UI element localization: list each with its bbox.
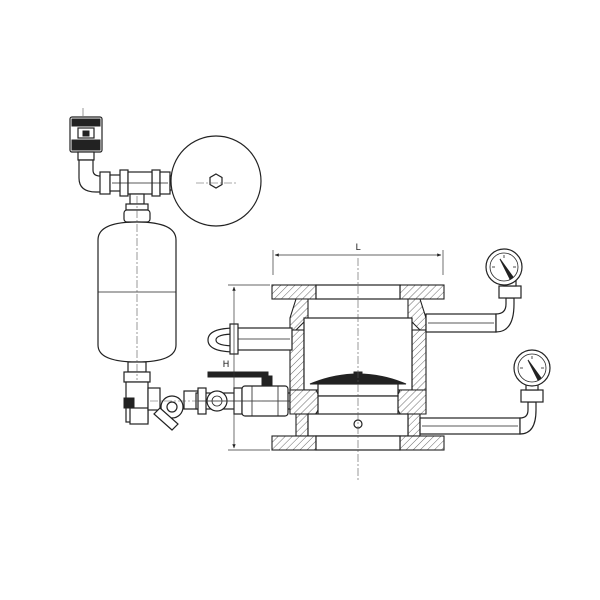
pressure-switch bbox=[69, 116, 103, 161]
dimension-height: H bbox=[223, 284, 270, 451]
top-horizontal-pipe bbox=[109, 169, 177, 197]
lower-gauge-pipe bbox=[419, 401, 537, 435]
height-label: H bbox=[223, 360, 230, 370]
lower-pressure-gauge bbox=[513, 349, 551, 403]
left-bypass-elbow bbox=[207, 323, 293, 355]
switch-elbow-pipe bbox=[78, 159, 111, 195]
lower-left-fittings bbox=[123, 371, 199, 431]
length-label: L bbox=[355, 243, 360, 253]
main-valve-body bbox=[271, 284, 445, 451]
expansion-tank bbox=[170, 135, 262, 227]
upper-gauge-pipe bbox=[425, 297, 515, 333]
upper-pressure-gauge bbox=[485, 248, 523, 299]
center-lines bbox=[82, 108, 359, 482]
dimension-length: L bbox=[272, 243, 444, 275]
